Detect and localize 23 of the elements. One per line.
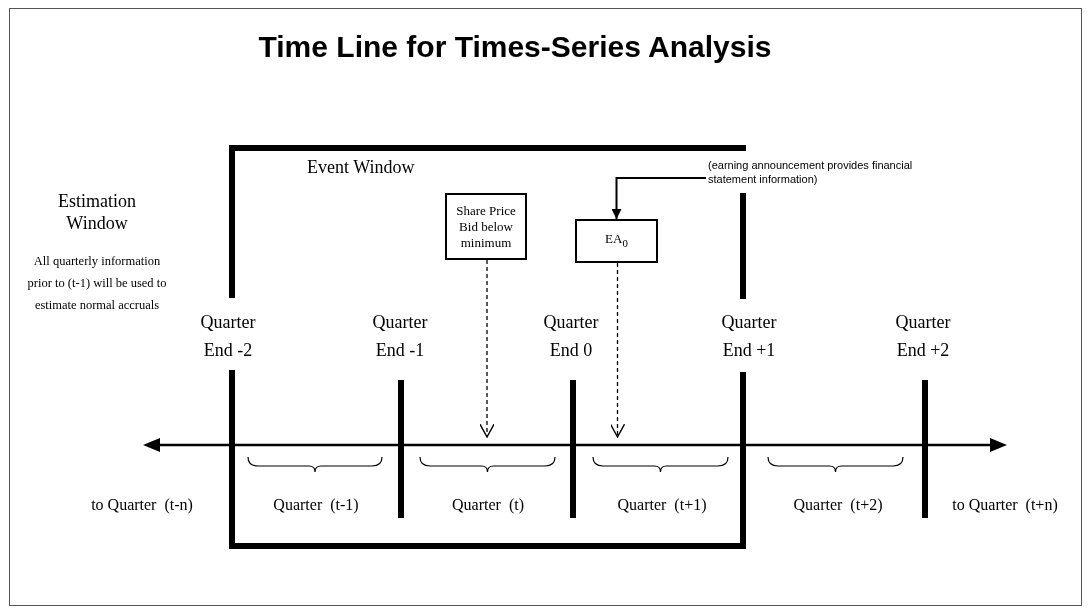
arrow [611,177,707,220]
period-label: Quarter (t+1) [617,495,707,515]
quarter-end-label: Quarter End -1 [371,311,429,362]
callout-note: (earning announcement provides financial statement information) [708,158,914,186]
quarter-end-label: Quarter End +1 [720,311,778,362]
dashed-arrow [609,262,626,438]
dashed-arrow [479,259,495,438]
note-text: All quarterly information prior to (t-1) will be used to estimate normal accruals [26,253,168,314]
box-text: EA$_{0}$ [605,231,628,251]
window-title: Event Window [307,157,415,178]
event-box [445,193,527,260]
announcement-box [575,219,658,263]
quarter-end-label: Quarter End 0 [542,311,600,362]
quarter-end-label: Quarter End +2 [894,311,952,362]
box-text: Share Price Bid below minimum [455,202,517,251]
period-label: to Quarter (t-n) [91,495,193,515]
period-label: Quarter (t-1) [273,495,359,515]
window-title: Estimation Window [57,190,137,234]
period-label: Quarter (t+2) [793,495,883,515]
title: Time Line for Times-Series Analysis [257,30,773,64]
quarter-end-label: Quarter End -2 [199,311,257,362]
period-label: to Quarter (t+n) [952,495,1058,515]
period-label: Quarter (t) [452,495,524,515]
